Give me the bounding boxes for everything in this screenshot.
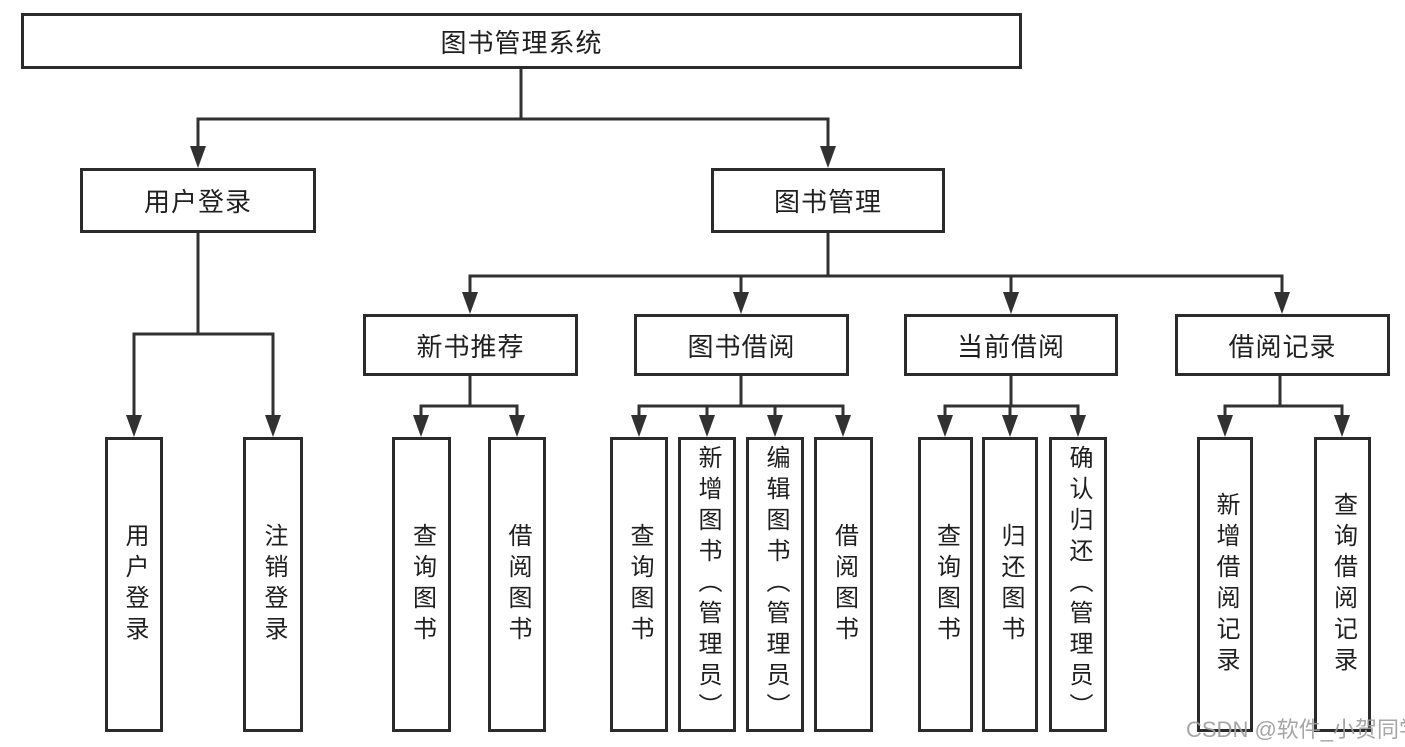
node-book-management-label: 图书管理 (773, 187, 882, 217)
leaf-borrow-query-books-label: 查询图书 (626, 522, 653, 647)
connector-book-borrow (631, 374, 851, 437)
connector-current-borrow (937, 374, 1086, 437)
node-root-label: 图书管理系统 (440, 27, 603, 58)
leaf-current-query-books: 查询图书 (918, 437, 973, 732)
connector-borrow-records (1217, 374, 1350, 437)
connector-book-mgmt (462, 231, 1290, 314)
node-user-login-label: 用户登录 (143, 187, 252, 217)
node-book-borrow-label: 图书借阅 (687, 331, 796, 362)
connector-new-books (413, 374, 525, 437)
csdn-watermark: CSDN @软件_小贺同学 (1186, 717, 1405, 742)
leaf-newbooks-borrow-books: 借阅图书 (488, 437, 546, 732)
leaf-records-add-record-label: 新增借阅记录 (1212, 491, 1239, 678)
leaf-user-login-label: 用户登录 (121, 522, 148, 647)
leaf-borrow-edit-books-admin: 编辑图书（管理员） (746, 437, 804, 732)
node-book-borrow: 图书借阅 (634, 314, 849, 376)
leaf-newbooks-query-books: 查询图书 (392, 437, 451, 732)
leaf-current-confirm-return-admin-label: 确认归还（管理员） (1065, 445, 1092, 724)
leaf-records-query-record-label: 查询借阅记录 (1329, 491, 1357, 678)
leaf-current-confirm-return-admin: 确认归还（管理员） (1049, 437, 1107, 732)
leaf-borrow-borrow-books: 借阅图书 (814, 437, 873, 732)
connector-user-login (126, 231, 281, 437)
node-book-management: 图书管理 (711, 168, 945, 233)
leaf-logout: 注销登录 (243, 437, 303, 732)
leaf-borrow-query-books: 查询图书 (610, 437, 668, 732)
node-current-borrow-label: 当前借阅 (956, 331, 1065, 362)
leaf-newbooks-borrow-books-label: 借阅图书 (504, 522, 531, 647)
node-borrow-record-label: 借阅记录 (1228, 331, 1337, 362)
leaf-newbooks-query-books-label: 查询图书 (408, 522, 436, 647)
leaf-records-query-record: 查询借阅记录 (1314, 437, 1371, 732)
node-user-login: 用户登录 (80, 168, 316, 233)
node-new-book-recommend: 新书推荐 (363, 314, 578, 376)
leaf-current-return-books: 归还图书 (982, 437, 1038, 732)
leaf-records-add-record: 新增借阅记录 (1197, 437, 1253, 732)
leaf-current-return-books-label: 归还图书 (997, 522, 1024, 647)
leaf-borrow-add-books-admin-label: 新增图书（管理员） (694, 445, 721, 724)
leaf-borrow-borrow-books-label: 借阅图书 (830, 522, 858, 647)
leaf-current-query-books-label: 查询图书 (932, 522, 960, 647)
node-new-book-recommend-label: 新书推荐 (416, 331, 525, 362)
leaf-logout-label: 注销登录 (260, 522, 287, 647)
node-current-borrow: 当前借阅 (904, 314, 1118, 376)
leaf-borrow-edit-books-admin-label: 编辑图书（管理员） (762, 445, 789, 724)
leaf-user-login: 用户登录 (105, 437, 163, 732)
node-borrow-record: 借阅记录 (1175, 314, 1390, 376)
node-root: 图书管理系统 (21, 13, 1022, 69)
connector-root (190, 67, 836, 168)
leaf-borrow-add-books-admin: 新增图书（管理员） (678, 437, 736, 732)
